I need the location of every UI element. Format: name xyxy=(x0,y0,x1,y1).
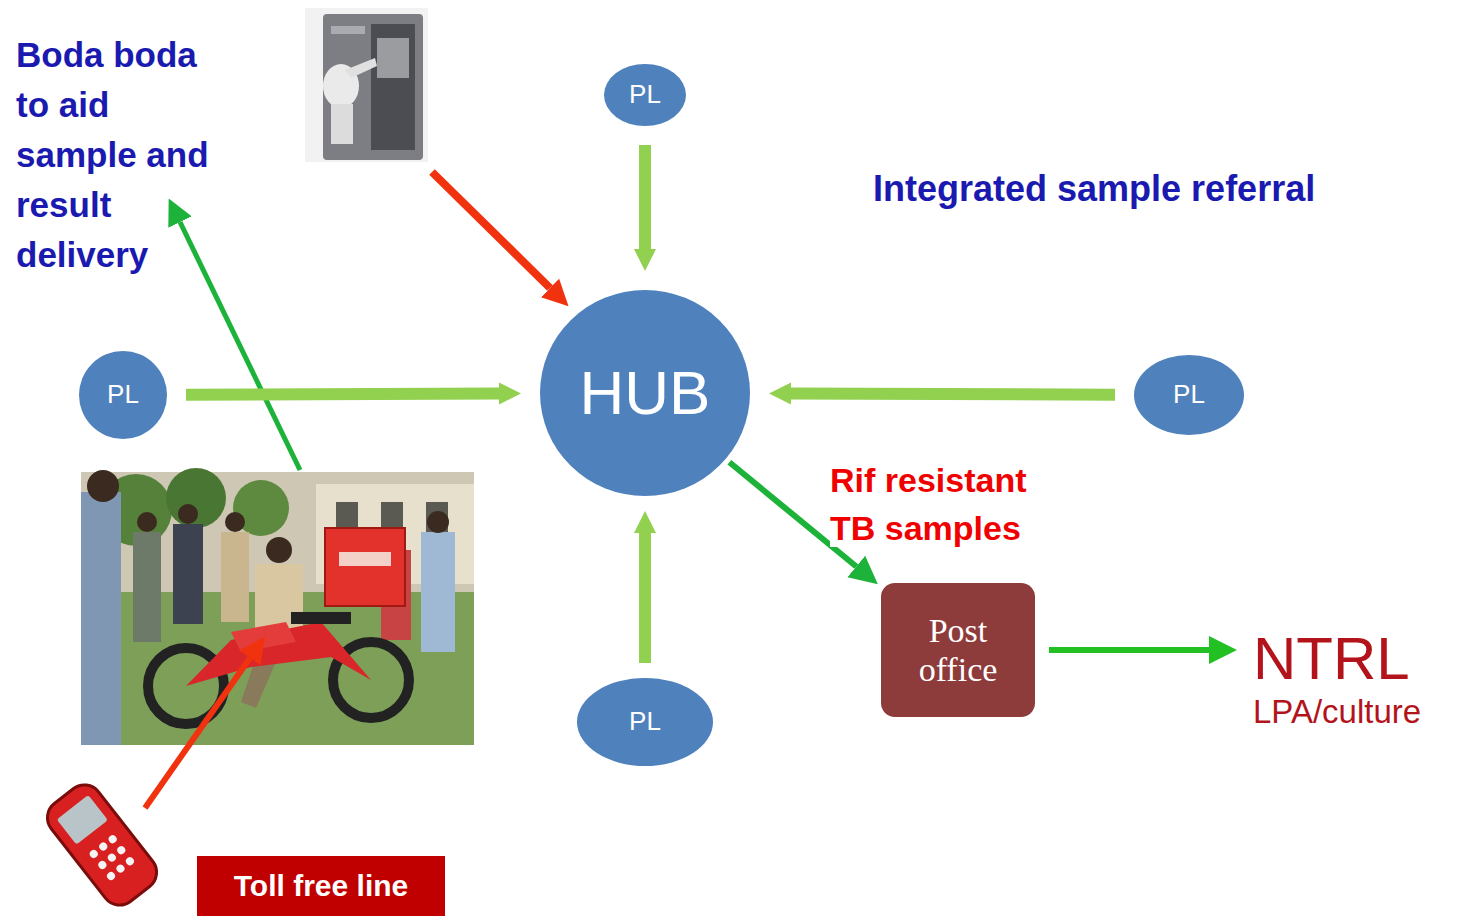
boda-boda-photo-part xyxy=(137,512,157,532)
pointer-arrow xyxy=(180,222,300,470)
circle-fill xyxy=(540,290,750,496)
ntrl-lab: NTRLLPA/culture xyxy=(1251,617,1463,737)
genexpert-picture-part xyxy=(345,58,377,78)
mobile-phone-picture-part xyxy=(57,795,108,845)
boda-boda-photo-part xyxy=(221,532,249,622)
pl-circle: PL xyxy=(78,350,168,440)
boda-boda-photo-part xyxy=(225,512,245,532)
boda-boda-photo-part xyxy=(186,622,371,686)
genexpert-picture xyxy=(305,8,428,162)
node-text: PL xyxy=(629,707,661,737)
boda-boda-photo-part xyxy=(291,612,351,624)
connector-arrow xyxy=(639,533,651,663)
mobile-phone-picture-part xyxy=(88,848,99,859)
boda-boda-photo-part xyxy=(325,528,405,606)
mobile-phone-picture-part xyxy=(107,834,118,845)
mobile-phone-picture-part xyxy=(40,778,164,913)
circle-fill xyxy=(604,64,686,126)
hub-circle: HUB xyxy=(539,289,751,497)
boda-boda-photo-part xyxy=(427,511,449,533)
genexpert-picture-part xyxy=(377,38,409,78)
boda-boda-photo xyxy=(81,468,474,745)
toll-free-box: Toll free line xyxy=(197,856,445,916)
boda-boda-photo-part xyxy=(231,622,296,652)
connector-arrow xyxy=(1049,647,1209,653)
mobile-phone-picture-part xyxy=(124,856,135,867)
connector-arrow xyxy=(639,145,651,249)
boda-boda-photo-part xyxy=(178,504,198,524)
mobile-phone-picture xyxy=(40,778,164,913)
node-text: LPA/culture xyxy=(1253,693,1421,731)
boda-boda-photo-part xyxy=(81,492,121,745)
post-office-box: Post office xyxy=(881,583,1035,717)
boda-boda-photo-part xyxy=(421,532,455,652)
pointer-arrow xyxy=(145,658,250,808)
boda-boda-photo-part xyxy=(426,502,448,532)
node-text: NTRL xyxy=(1253,624,1410,693)
boda-boda-photo-part xyxy=(173,524,203,624)
mobile-phone-picture-part xyxy=(98,841,109,852)
mobile-phone-picture-part xyxy=(105,870,116,881)
note-label: Boda boda to aid sample and result deliv… xyxy=(16,30,224,280)
mobile-phone-picture-part xyxy=(106,852,117,863)
genexpert-picture-part xyxy=(331,26,365,34)
pl-circle: PL xyxy=(1133,354,1245,436)
diagram-title: Integrated sample referral xyxy=(873,168,1315,210)
circle-fill xyxy=(79,351,167,439)
connector-arrow xyxy=(791,394,1115,395)
genexpert-picture-part xyxy=(323,14,423,160)
node-text: PL xyxy=(1173,380,1205,410)
mobile-phone-picture-part xyxy=(116,845,127,856)
genexpert-picture-part xyxy=(331,104,353,144)
mobile-phone-picture-part xyxy=(115,863,126,874)
node-text: PL xyxy=(107,380,139,410)
connector-arrow xyxy=(186,394,499,395)
boda-boda-photo-part xyxy=(266,537,292,563)
circle-fill xyxy=(577,678,713,766)
edge-label: Rif resistant TB samples xyxy=(830,456,1065,552)
genexpert-picture-part xyxy=(371,24,415,150)
node-text: PL xyxy=(629,80,661,110)
node-text: HUB xyxy=(580,357,711,428)
boda-boda-photo-part xyxy=(133,532,161,642)
boda-boda-photo-part xyxy=(339,552,391,566)
genexpert-picture-part xyxy=(305,8,428,162)
pl-circle: PL xyxy=(576,677,714,767)
pointer-arrow xyxy=(432,172,550,288)
circle-fill xyxy=(1134,355,1244,435)
boda-boda-photo-part xyxy=(81,472,474,745)
boda-boda-photo-part xyxy=(87,470,119,502)
pl-circle: PL xyxy=(603,63,687,127)
mobile-phone-picture-part xyxy=(97,859,108,870)
boda-boda-photo-part xyxy=(166,468,226,528)
node-text: Post office xyxy=(893,611,1023,689)
node-text: Toll free line xyxy=(234,869,408,904)
